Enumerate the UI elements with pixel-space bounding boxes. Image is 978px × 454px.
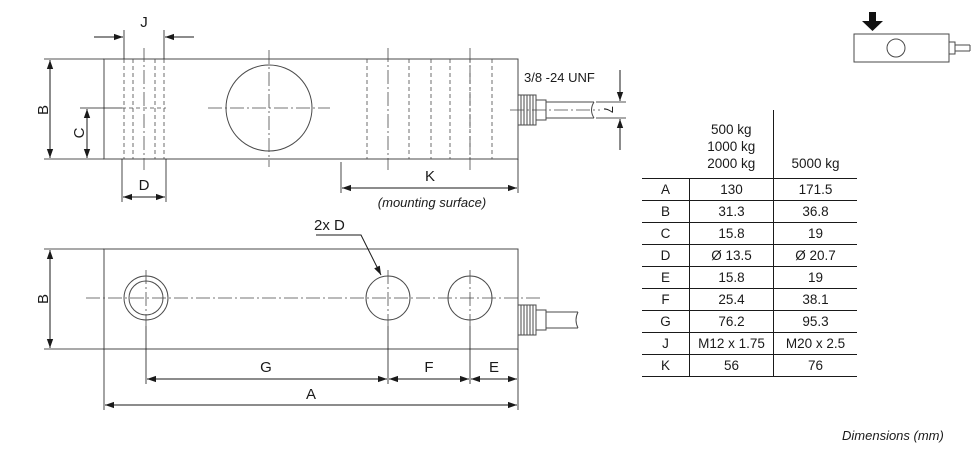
side-body-outline bbox=[103, 248, 519, 350]
dim-label-f: F bbox=[424, 359, 433, 376]
row-value-small: 130 bbox=[689, 178, 774, 201]
down-arrow-icon bbox=[862, 12, 883, 31]
top-body-outline bbox=[103, 58, 519, 160]
row-value-small: 76.2 bbox=[689, 310, 774, 333]
load-direction-icon bbox=[853, 12, 971, 63]
top-view: B C J D K (mounting surface) 3/8 -24 UNF… bbox=[35, 14, 626, 210]
dim-label-b-top: B bbox=[35, 105, 52, 115]
capacity-2000kg: 2000 kg bbox=[707, 156, 756, 171]
table-header-5000kg: 5000 kg bbox=[773, 110, 857, 179]
dim-label-a: A bbox=[306, 386, 316, 403]
units-footnote: Dimensions (mm) bbox=[842, 428, 944, 443]
table-header-small-capacities: 500 kg 1000 kg 2000 kg bbox=[690, 110, 774, 179]
side-view: 2x D B G F E A bbox=[35, 217, 579, 410]
row-value-small: 15.8 bbox=[689, 222, 774, 245]
row-value-small: M12 x 1.75 bbox=[689, 332, 774, 355]
row-value-small: Ø 13.5 bbox=[689, 244, 774, 267]
row-key: F bbox=[642, 288, 690, 311]
dim-label-c: C bbox=[71, 127, 88, 138]
row-key: D bbox=[642, 244, 690, 267]
row-value-large: 19 bbox=[773, 222, 857, 245]
dim-label-k: K bbox=[425, 168, 435, 185]
hole-callout-2xd: 2x D bbox=[314, 217, 345, 234]
row-value-small: 25.4 bbox=[689, 288, 774, 311]
row-value-large: 76 bbox=[773, 354, 857, 377]
row-value-large: 95.3 bbox=[773, 310, 857, 333]
table-corner bbox=[642, 110, 690, 179]
row-value-large: Ø 20.7 bbox=[773, 244, 857, 267]
capacity-500kg: 500 kg bbox=[710, 122, 752, 137]
thread-spec-label: 3/8 -24 UNF bbox=[524, 70, 595, 85]
row-value-large: 38.1 bbox=[773, 288, 857, 311]
row-key: E bbox=[642, 266, 690, 289]
row-key: J bbox=[642, 332, 690, 355]
dim-label-e: E bbox=[489, 359, 499, 376]
row-value-large: 19 bbox=[773, 266, 857, 289]
cable-diameter-label: 7 bbox=[601, 106, 616, 113]
row-key: K bbox=[642, 354, 690, 377]
dim-label-j: J bbox=[140, 14, 148, 31]
row-value-large: 171.5 bbox=[773, 178, 857, 201]
capacity-1000kg: 1000 kg bbox=[707, 139, 756, 154]
row-value-small: 15.8 bbox=[689, 266, 774, 289]
row-key: A bbox=[642, 178, 690, 201]
row-value-small: 56 bbox=[689, 354, 774, 377]
row-value-small: 31.3 bbox=[689, 200, 774, 223]
row-value-large: 36.8 bbox=[773, 200, 857, 223]
row-key: C bbox=[642, 222, 690, 245]
mounting-surface-note: (mounting surface) bbox=[378, 195, 486, 210]
row-value-large: M20 x 2.5 bbox=[773, 332, 857, 355]
row-key: G bbox=[642, 310, 690, 333]
row-key: B bbox=[642, 200, 690, 223]
dim-label-g: G bbox=[260, 359, 272, 376]
dim-label-d: D bbox=[139, 177, 150, 194]
dim-label-b-bottom: B bbox=[35, 294, 52, 304]
